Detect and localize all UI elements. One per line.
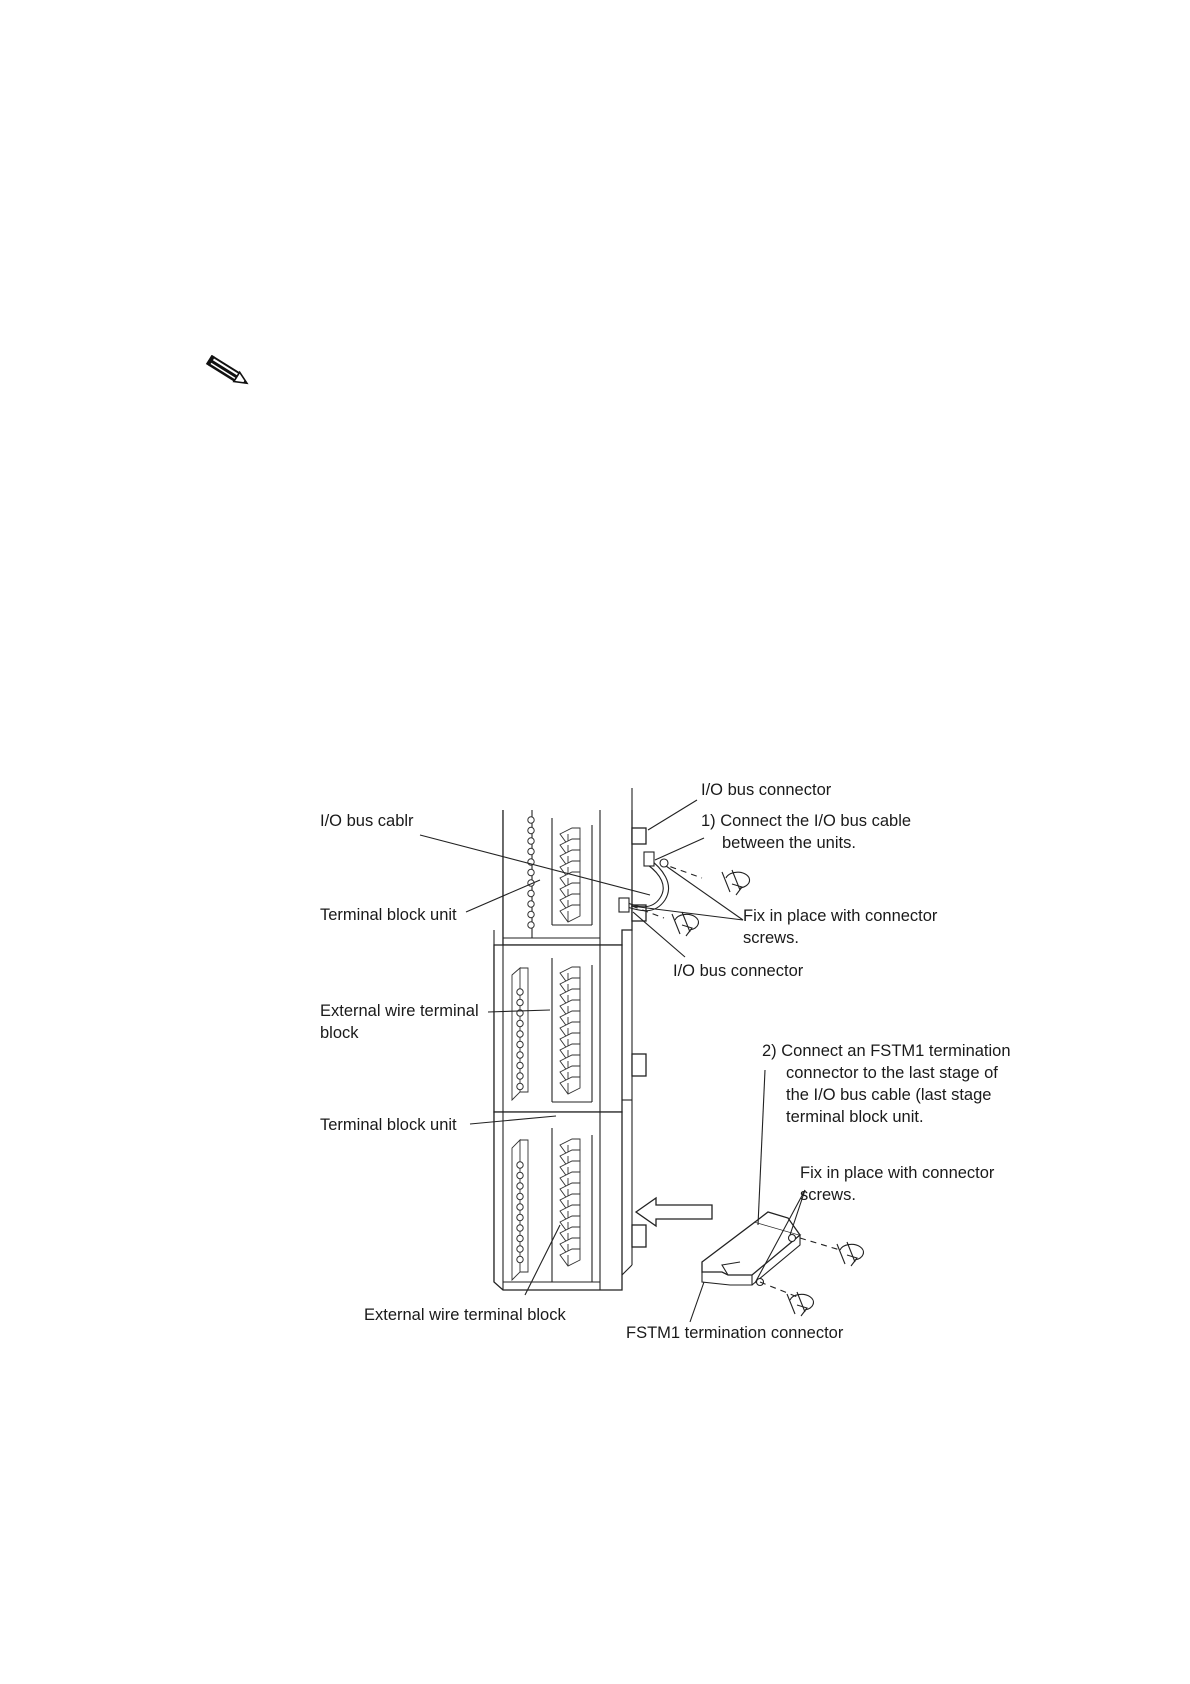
terminal-dot (527, 921, 535, 929)
label-step2-line3: the I/O bus cable (last stage (786, 1086, 991, 1104)
label-step1-line2: between the units. (722, 834, 856, 852)
terminal-dot (527, 816, 535, 824)
label-fix-screws-2-line1: Fix in place with connector (800, 1164, 995, 1182)
label-external-wire-1-line1: External wire terminal (320, 1002, 479, 1020)
terminal-dot (516, 1040, 524, 1049)
terminal-dot (527, 826, 535, 835)
terminal-dot (516, 1061, 524, 1070)
terminal-dot (516, 998, 524, 1007)
pencil-note-icon (205, 355, 249, 385)
label-step2-line1: 2) Connect an FSTM1 termination (762, 1042, 1011, 1060)
terminal-block-stack (493, 788, 647, 1291)
terminal-block-unit-middle (493, 930, 647, 1113)
terminal-dot (516, 1161, 524, 1169)
terminal-block-unit-bottom (493, 1100, 647, 1291)
terminal-dot (527, 868, 535, 877)
label-fix-screws-2-line2: screws. (800, 1186, 856, 1204)
terminal-block-unit-top (502, 810, 647, 946)
label-io-bus-connector-bottom: I/O bus connector (673, 962, 804, 980)
terminal-dot (516, 1082, 524, 1091)
terminal-dot (516, 1213, 524, 1222)
terminal-dot (516, 1019, 524, 1028)
io-bus-cable (618, 851, 670, 913)
label-fix-screws-1-line1: Fix in place with connector (743, 907, 938, 925)
label-io-bus-cable: I/O bus cablr (320, 812, 414, 830)
leader-lines (419, 799, 806, 1323)
terminal-dot (516, 1255, 524, 1264)
fstm1-termination-connector (701, 1211, 802, 1287)
terminal-dot (516, 1182, 524, 1190)
label-terminal-block-unit-1: Terminal block unit (320, 906, 457, 924)
terminal-dot (516, 1192, 524, 1201)
connector-screw-top (659, 858, 751, 896)
label-fstm1-connector: FSTM1 termination connector (626, 1324, 844, 1342)
callout-labels: I/O bus connector I/O bus cablr 1) Conne… (320, 781, 1011, 1342)
connector-screw-fstm1-lower (759, 1281, 814, 1317)
terminal-dot (516, 1245, 524, 1253)
connector-screw-fstm1-upper (799, 1237, 864, 1267)
label-terminal-block-unit-2: Terminal block unit (320, 1116, 457, 1134)
terminal-dot (527, 847, 535, 856)
terminal-screw (559, 1076, 581, 1095)
terminal-dot (516, 1051, 524, 1059)
terminal-dot (527, 889, 535, 898)
terminal-screw (559, 1248, 581, 1267)
terminal-dot (516, 1030, 524, 1038)
terminal-dot (516, 1234, 524, 1243)
terminal-dot (516, 1072, 524, 1080)
label-external-wire-2: External wire terminal block (364, 1306, 566, 1324)
label-step2-line4: terminal block unit. (786, 1108, 924, 1126)
terminal-dot (527, 910, 535, 919)
label-external-wire-1-line2: block (320, 1024, 359, 1042)
label-fix-screws-1-line2: screws. (743, 929, 799, 947)
terminal-dot (516, 988, 524, 996)
terminal-dot (527, 900, 535, 908)
label-step1-line1: 1) Connect the I/O bus cable (701, 812, 911, 830)
label-io-bus-connector-top: I/O bus connector (701, 781, 832, 799)
terminal-dot (527, 837, 535, 845)
connector-screw-middle (631, 905, 699, 937)
terminal-screw (559, 904, 581, 923)
insert-arrow (634, 1196, 713, 1228)
label-step2-line2: connector to the last stage of (786, 1064, 998, 1082)
terminal-dot (516, 1171, 524, 1180)
terminal-dot (516, 1224, 524, 1232)
terminal-dot (516, 1203, 524, 1211)
